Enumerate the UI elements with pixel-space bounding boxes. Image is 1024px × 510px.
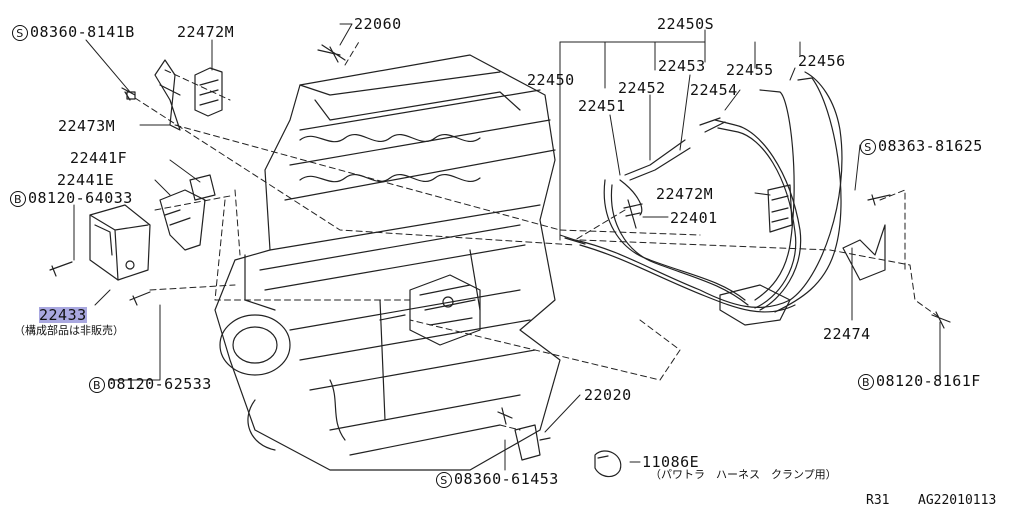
label-22441E: 22441E: [57, 171, 115, 189]
s-symbol-icon: S: [860, 139, 876, 155]
sensor-22060-part: [317, 44, 346, 63]
part-number: 08360-61453: [454, 470, 559, 488]
ignition-coil-part: [89, 204, 151, 281]
label-22453: 22453: [658, 57, 706, 75]
coil-note: （構成部品は非販売）: [14, 324, 124, 337]
part-number: 08120-62533: [107, 375, 212, 393]
bracket-22473M-part: [154, 59, 181, 131]
spark-plug-part: [623, 199, 643, 229]
bolt-08120-64033-part: [49, 261, 73, 277]
part-number: 08360-8141B: [30, 23, 135, 41]
part-number: 08120-64033: [28, 189, 133, 207]
label-22452: 22452: [618, 79, 666, 97]
label-22454: 22454: [690, 81, 738, 99]
s-symbol-icon: S: [12, 25, 28, 41]
label-22473M: 22473M: [58, 117, 116, 135]
b-symbol-icon: B: [10, 191, 26, 207]
bolt-08120-62533-part: [129, 291, 151, 306]
bolt-08120-8161F-part: [931, 311, 951, 329]
label-22060: 22060: [354, 15, 402, 33]
bracket-22472M-top-part: [194, 67, 223, 117]
bolt-08360-8141B-part: [121, 87, 136, 101]
label-22450S: 22450S: [657, 15, 715, 33]
ignition-harness-part: [564, 71, 843, 326]
dashed-guides: [134, 39, 941, 431]
engine-block: [214, 54, 561, 471]
label-22450: 22450: [527, 71, 575, 89]
label-22472M-mid: 22472M: [656, 185, 714, 203]
label-22020: 22020: [584, 386, 632, 404]
label-22441F: 22441F: [70, 149, 128, 167]
label-22456: 22456: [798, 52, 846, 70]
b-symbol-icon: B: [858, 374, 874, 390]
clamp-brackets-part: [159, 174, 216, 251]
label-22451: 22451: [578, 97, 626, 115]
bracket-22474-part: [842, 224, 886, 281]
b-symbol-icon: B: [89, 377, 105, 393]
label-22474: 22474: [823, 325, 871, 343]
label-22401: 22401: [670, 209, 718, 227]
part-number: 08120-8161F: [876, 372, 981, 390]
footer-reference: AG22010113: [918, 493, 997, 508]
label-11086E: 11086E: [642, 453, 700, 471]
footer-model: R31: [866, 493, 890, 508]
sensor-22020-part: [514, 424, 551, 461]
clip-11086E-part: [594, 450, 622, 478]
bolt-08360-61453-part: [497, 407, 513, 425]
leader-lines: [73, 23, 941, 471]
s-symbol-icon: S: [436, 472, 452, 488]
clip-note: （パワトラ ハーネス クランプ用）: [650, 468, 837, 481]
part-number: 08363-81625: [878, 137, 983, 155]
label-22455: 22455: [726, 61, 774, 79]
bracket-22472M-mid-part: [767, 184, 793, 233]
bolt-08363-81625-part: [867, 194, 891, 206]
label-22433-highlighted: 22433: [39, 306, 87, 324]
label-22472M-top: 22472M: [177, 23, 235, 41]
